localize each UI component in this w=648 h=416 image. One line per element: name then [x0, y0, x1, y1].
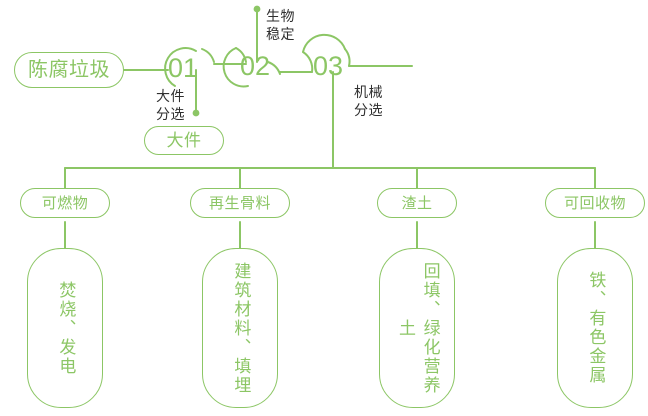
output-pill-1-label: 可燃物 — [41, 194, 89, 212]
arc-ring-03-right — [344, 48, 351, 67]
output-pill-3-label: 渣土 — [401, 194, 433, 212]
output-detail-box-1[interactable]: 焚烧、发电 — [27, 248, 103, 408]
dot-01-drop — [192, 109, 200, 117]
output-detail-4-text: 铁、有色金属 — [586, 271, 606, 385]
arc-ring-03-top — [302, 33, 346, 53]
arc-ring-01-right — [201, 48, 215, 63]
output-pill-3[interactable]: 渣土 — [377, 188, 457, 218]
output-detail-box-3[interactable]: 回填、绿化营养土 — [379, 248, 455, 408]
source-node[interactable]: 陈腐垃圾 — [14, 52, 124, 88]
output-detail-box-2[interactable]: 建筑材料、填埋 — [202, 248, 278, 408]
arc-ring-02-right — [267, 61, 281, 75]
arc-ring-02-left — [222, 47, 249, 88]
output-pill-4[interactable]: 可回收物 — [545, 188, 645, 218]
step-label-01: 大件 分选 — [156, 88, 185, 122]
output-detail-box-4[interactable]: 铁、有色金属 — [557, 248, 633, 408]
output-pill-2[interactable]: 再生骨料 — [190, 188, 290, 218]
step-label-03: 机械 分选 — [354, 84, 383, 118]
output-pill-2-label: 再生骨料 — [208, 194, 271, 212]
arc-ring-03-left — [302, 51, 314, 73]
source-node-label: 陈腐垃圾 — [28, 59, 110, 81]
output-pill-1[interactable]: 可燃物 — [20, 188, 110, 218]
output-detail-1-text: 焚烧、发电 — [56, 280, 76, 376]
arc-ring-01-left — [164, 47, 197, 87]
step-01-output-label: 大件 — [166, 131, 202, 150]
output-detail-3-text: 回填、绿化营养土 — [396, 261, 440, 395]
dot-02-riser — [253, 5, 261, 13]
step-number-03[interactable]: 03 — [313, 51, 344, 81]
step-number-02[interactable]: 02 — [240, 51, 271, 81]
step-number-01[interactable]: 01 — [168, 53, 199, 83]
output-detail-2-text: 建筑材料、填埋 — [231, 261, 251, 395]
output-pill-4-label: 可回收物 — [563, 194, 626, 212]
step-label-02: 生物 稳定 — [266, 8, 295, 42]
step-01-output-node[interactable]: 大件 — [144, 126, 224, 155]
